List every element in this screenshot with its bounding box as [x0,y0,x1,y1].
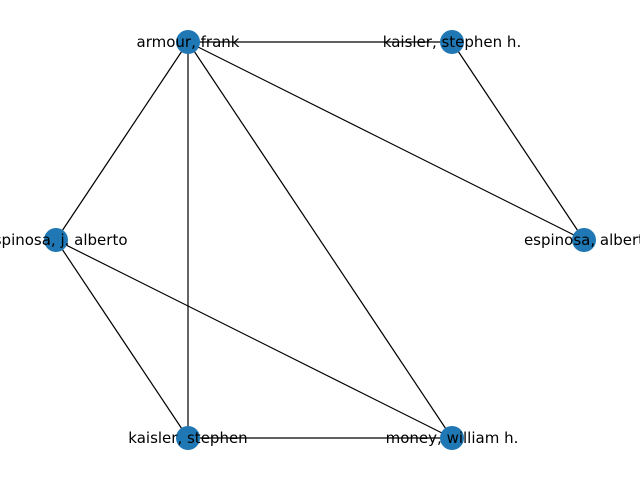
node-label-kaisler_h: kaisler, stephen h. [383,33,521,51]
node-label-armour: armour, frank [137,33,240,51]
node-label-kaisler: kaisler, stephen [128,429,247,447]
node-label-espinosa_j: espinosa, j. alberto [0,231,128,249]
edge-armour-espinosa_j [55,41,189,241]
node-espinosa_a [572,228,596,252]
edge-espinosa_j-money [55,239,453,439]
edge-layer [55,41,585,439]
node-armour [176,30,200,54]
label-layer: armour, frank kaisler, stephen h. espinosa… [0,33,640,447]
node-espinosa_j [44,228,68,252]
node-kaisler_h [440,30,464,54]
node-label-money: money, william h. [386,429,519,447]
node-kaisler [176,426,200,450]
edge-armour-money [187,41,453,439]
edge-espinosa_j-kaisler [55,239,189,439]
edge-kaisler_h-espinosa_a [451,41,585,241]
node-layer [44,30,596,450]
node-money [440,426,464,450]
node-label-espinosa_a: espinosa, albert [524,231,640,249]
edge-armour-espinosa_a [187,41,585,241]
